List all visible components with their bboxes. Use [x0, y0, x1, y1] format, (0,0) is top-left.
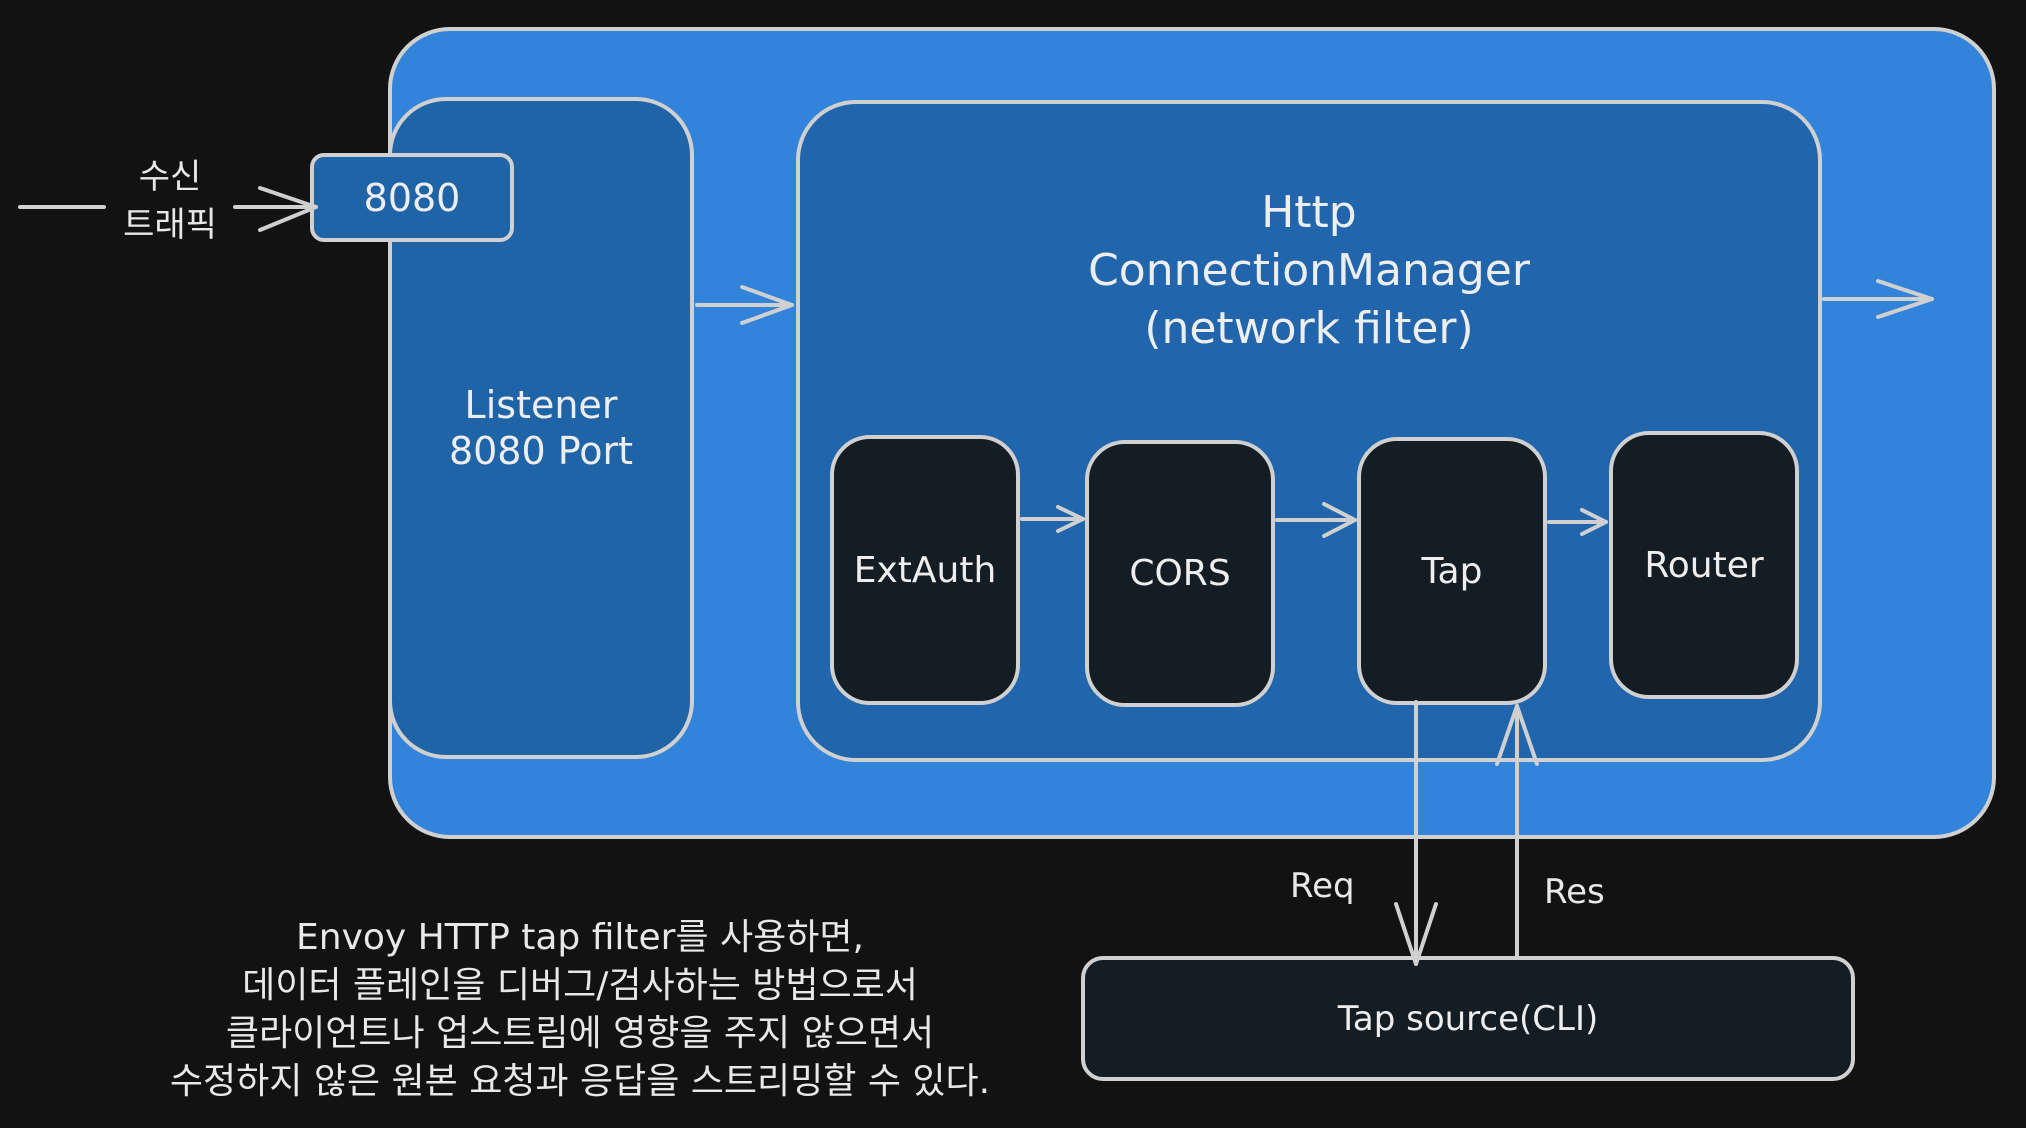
filter-router-label: Router [1644, 544, 1764, 586]
hcm-title-line2: ConnectionManager [1088, 245, 1530, 296]
listener-label-line1: Listener [464, 383, 618, 427]
tap-source-box: Tap source(CLI) [1081, 956, 1855, 1081]
filter-router: Router [1609, 431, 1799, 699]
tap-source-label: Tap source(CLI) [1337, 998, 1599, 1039]
filter-cors: CORS [1085, 440, 1275, 707]
hcm-title: Http ConnectionManager (network filter) [1088, 184, 1530, 358]
caption-line: 클라이언트나 업스트림에 영향을 주지 않으면서 [225, 1013, 935, 1054]
req-arrow [1394, 700, 1438, 966]
filter-tap: Tap [1357, 437, 1547, 705]
listener-label-line2: 8080 Port [448, 429, 634, 473]
hcm-title-line3: (network filter) [1144, 303, 1474, 354]
res-arrow [1495, 704, 1539, 958]
hcm-exit-arrow [1822, 279, 1934, 319]
extauth-to-cors-arrow [1020, 505, 1085, 533]
listener-to-hcm-arrow [695, 285, 794, 325]
cors-to-tap-arrow [1275, 502, 1357, 538]
filter-tap-label: Tap [1421, 550, 1483, 592]
req-label: Req [1290, 866, 1355, 906]
caption-line: Envoy HTTP tap filter를 사용하면, [296, 917, 864, 958]
incoming-traffic-arrow [18, 186, 318, 232]
incoming-traffic-label-line1: 수신 [138, 157, 202, 197]
port-label: 8080 [363, 175, 461, 220]
listener-label: Listener 8080 Port [449, 382, 633, 474]
filter-extauth-label: ExtAuth [853, 549, 997, 591]
port-8080-box: 8080 [310, 153, 514, 242]
caption-line: 수정하지 않은 원본 요청과 응답을 스트리밍할 수 있다. [169, 1061, 991, 1102]
filter-cors-label: CORS [1129, 553, 1231, 594]
incoming-traffic-label-line2: 트래픽 [123, 205, 217, 245]
description-caption: Envoy HTTP tap filter를 사용하면, 데이터 플레인을 디버… [80, 914, 1080, 1106]
incoming-traffic-label: 수신 트래픽 [90, 153, 250, 249]
caption-line: 데이터 플레인을 디버그/검사하는 방법으로서 [242, 965, 918, 1006]
filter-extauth: ExtAuth [830, 435, 1020, 705]
tap-to-router-arrow [1547, 508, 1608, 536]
res-label: Res [1544, 872, 1605, 912]
hcm-title-line1: Http [1261, 187, 1357, 238]
